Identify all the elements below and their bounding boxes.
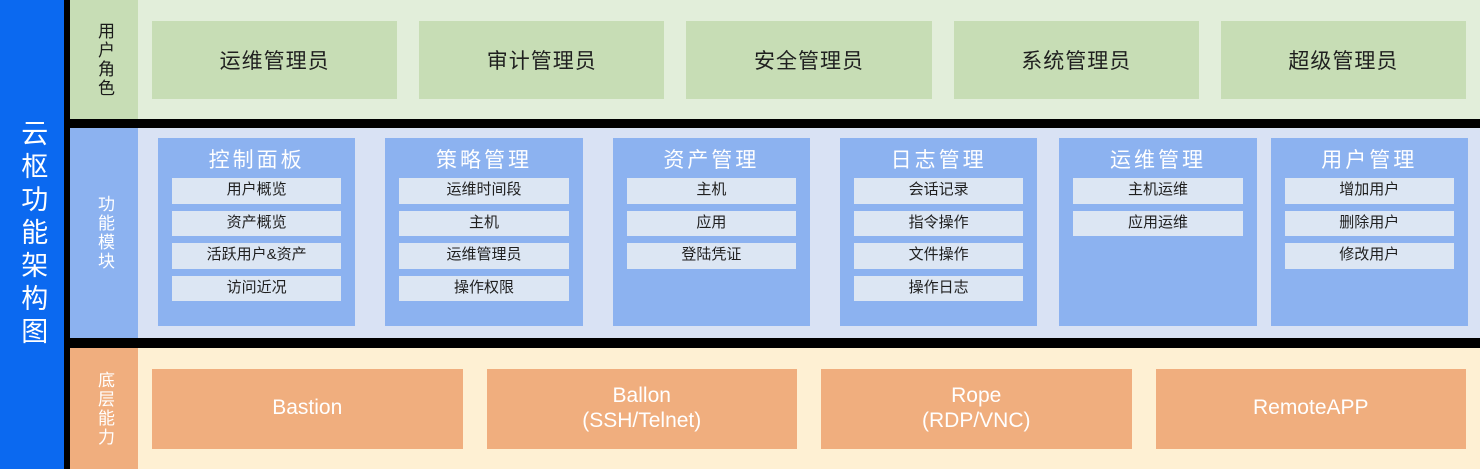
base-capability-list: Bastion Ballon (SSH/Telnet) Rope (RDP/VN… (138, 348, 1480, 469)
module-item[interactable]: 主机 (626, 178, 796, 204)
module-title: 控制面板 (208, 149, 305, 172)
module-title: 资产管理 (663, 149, 760, 172)
base-card[interactable]: RemoteAPP (1155, 368, 1466, 449)
module-item-list: 会话记录 指令操作 文件操作 操作日志 (853, 178, 1024, 301)
module-title: 日志管理 (890, 149, 987, 172)
row-user-roles: 用户角色 运维管理员 审计管理员 安全管理员 系统管理员 超级管理员 (70, 0, 1480, 119)
module-card-ops-management[interactable]: 运维管理 主机运维 应用运维 (1059, 138, 1257, 326)
user-roles-list: 运维管理员 审计管理员 安全管理员 系统管理员 超级管理员 (138, 0, 1480, 119)
role-card[interactable]: 安全管理员 (686, 20, 932, 99)
page-title: 云枢功能架构图 (17, 119, 48, 350)
module-column: 控制面板 用户概览 资产概览 活跃用户&资产 访问近况 (150, 128, 364, 338)
base-card[interactable]: Bastion (152, 368, 463, 449)
role-card[interactable]: 审计管理员 (419, 20, 665, 99)
module-item[interactable]: 应用 (626, 210, 796, 236)
row-function-modules: 功能模块 控制面板 用户概览 资产概览 活跃用户&资产 访问近况 策略管理 (70, 128, 1480, 338)
diagram-title-bar: 云枢功能架构图 (0, 0, 64, 469)
module-column: 运维管理 主机运维 应用运维 (1059, 128, 1257, 338)
module-title: 用户管理 (1321, 149, 1418, 172)
module-item[interactable]: 应用运维 (1073, 210, 1243, 236)
module-title: 策略管理 (435, 149, 532, 172)
module-item[interactable]: 主机 (399, 210, 569, 236)
row-base-capability: 底层能力 Bastion Ballon (SSH/Telnet) Rope (R… (70, 348, 1480, 469)
module-column: 策略管理 运维时间段 主机 运维管理员 操作权限 (377, 128, 591, 338)
module-column: 资产管理 主机 应用 登陆凭证 (604, 128, 818, 338)
base-card[interactable]: Rope (RDP/VNC) (821, 368, 1132, 449)
module-card-asset-management[interactable]: 资产管理 主机 应用 登陆凭证 (612, 138, 810, 326)
module-item[interactable]: 删除用户 (1284, 210, 1454, 236)
module-item[interactable]: 用户概览 (172, 178, 342, 204)
module-item-list: 运维时间段 主机 运维管理员 操作权限 (399, 178, 569, 301)
module-item-list: 增加用户 删除用户 修改用户 (1284, 178, 1454, 269)
role-card[interactable]: 超级管理员 (1220, 20, 1467, 99)
module-item-list: 主机运维 应用运维 (1073, 178, 1243, 236)
module-item[interactable]: 操作日志 (853, 275, 1024, 301)
module-item[interactable]: 操作权限 (399, 275, 569, 301)
module-item-list: 用户概览 资产概览 活跃用户&资产 访问近况 (172, 178, 342, 301)
row-label-function-modules: 功能模块 (70, 128, 138, 338)
role-card[interactable]: 系统管理员 (953, 20, 1199, 99)
row-label-user-roles-text: 用户角色 (95, 21, 115, 98)
module-card-log-management[interactable]: 日志管理 会话记录 指令操作 文件操作 操作日志 (839, 138, 1038, 326)
module-column: 日志管理 会话记录 指令操作 文件操作 操作日志 (831, 128, 1046, 338)
row-label-function-modules-text: 功能模块 (95, 195, 115, 271)
function-modules-list: 控制面板 用户概览 资产概览 活跃用户&资产 访问近况 策略管理 运维时间段 主… (138, 128, 1480, 338)
module-item[interactable]: 指令操作 (853, 210, 1024, 236)
module-item[interactable]: 运维时间段 (399, 178, 569, 204)
module-item[interactable]: 增加用户 (1284, 178, 1454, 204)
module-item[interactable]: 会话记录 (853, 178, 1024, 204)
module-item[interactable]: 主机运维 (1073, 178, 1243, 204)
module-card-control-panel[interactable]: 控制面板 用户概览 资产概览 活跃用户&资产 访问近况 (158, 138, 356, 326)
module-title: 运维管理 (1109, 149, 1206, 172)
module-card-policy-management[interactable]: 策略管理 运维时间段 主机 运维管理员 操作权限 (385, 138, 583, 326)
module-item[interactable]: 文件操作 (853, 243, 1024, 269)
module-column: 用户管理 增加用户 删除用户 修改用户 (1270, 128, 1468, 338)
module-item-list: 主机 应用 登陆凭证 (626, 178, 796, 269)
row-label-base-capability-text: 底层能力 (95, 370, 115, 447)
module-item[interactable]: 资产概览 (172, 210, 342, 236)
module-item[interactable]: 运维管理员 (399, 243, 569, 269)
row-label-base-capability: 底层能力 (70, 348, 138, 469)
module-item[interactable]: 访问近况 (172, 275, 342, 301)
module-item[interactable]: 修改用户 (1284, 243, 1454, 269)
module-card-user-management[interactable]: 用户管理 增加用户 删除用户 修改用户 (1270, 138, 1468, 326)
base-card[interactable]: Ballon (SSH/Telnet) (486, 368, 797, 449)
module-item[interactable]: 登陆凭证 (626, 243, 796, 269)
module-item[interactable]: 活跃用户&资产 (172, 243, 342, 269)
role-card[interactable]: 运维管理员 (152, 20, 398, 99)
row-label-user-roles: 用户角色 (70, 0, 138, 119)
